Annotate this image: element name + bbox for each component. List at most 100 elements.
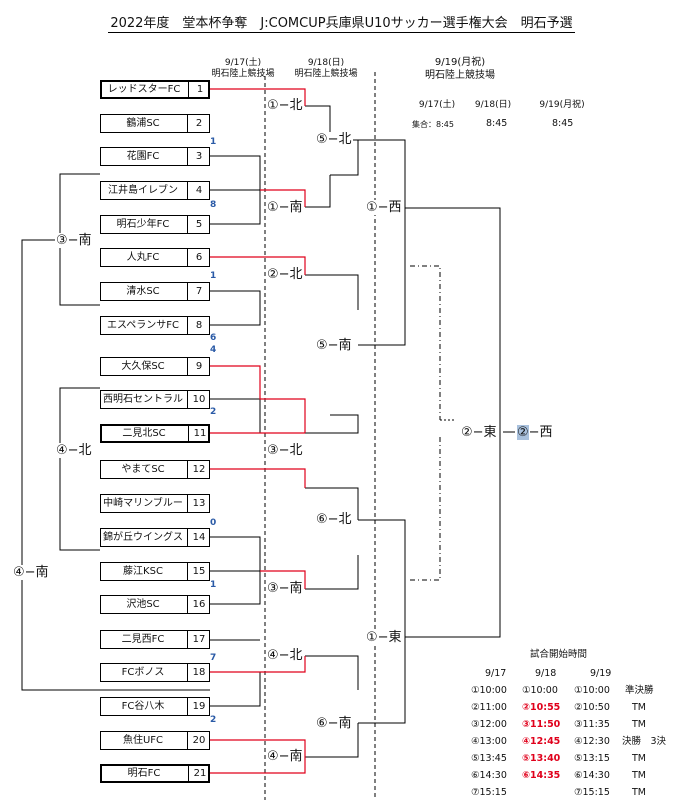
team-12: やまてSC 12 — [100, 460, 210, 479]
gather-day1: 9/17(土) — [418, 100, 456, 110]
match-4-south: ④−南 — [266, 749, 304, 764]
gather-time-day3: 8:45 — [552, 118, 574, 129]
team-number: 12 — [192, 464, 206, 475]
team-name: FCボノス — [121, 667, 165, 678]
team-14: 錦が丘ウイングス 14 — [100, 528, 210, 547]
match-1-south: ①−南 — [266, 200, 304, 215]
team-name: レッドスターFC — [107, 84, 181, 95]
match-5-south: ⑤−南 — [315, 338, 353, 353]
team-name: 沢池SC — [126, 599, 160, 610]
page-title: 2022年度 堂本杯争奪 J:COMCUP兵庫県U10サッカー選手権大会 明石予… — [108, 16, 575, 33]
score: 8 — [210, 200, 217, 210]
team-19: FC谷八木 19 — [100, 697, 210, 716]
team-8: エスペランサFC 8 — [100, 316, 210, 335]
team-name: 二見北SC — [122, 428, 166, 439]
match-6-south: ⑥−南 — [315, 716, 353, 731]
semifinal-east: ①−東 — [365, 630, 403, 645]
score: 1 — [210, 580, 217, 590]
team-number: 14 — [192, 532, 206, 543]
team-number: 7 — [195, 286, 203, 297]
gather-time-day2: 8:45 — [486, 118, 508, 129]
team-number: 15 — [192, 566, 206, 577]
team-number: 1 — [196, 84, 204, 95]
match-5-north: ⑤−北 — [315, 132, 353, 147]
gather-label: 集合：8:45 — [412, 120, 454, 129]
schedule-title: 試合開始時間 — [530, 649, 588, 660]
match-3-south: ③−南 — [266, 581, 304, 596]
match-4-south-left: ④−南 — [12, 565, 50, 580]
day3-header: 9/19(月祝)明石陸上競技場 — [425, 57, 495, 81]
team-20: 魚住UFC 20 — [100, 731, 210, 750]
team-10: 西明石セントラル 10 — [100, 390, 210, 409]
team-name: 鶴浦SC — [126, 118, 160, 129]
team-number: 2 — [195, 118, 203, 129]
team-11: 二見北SC 11 — [100, 424, 210, 443]
team-number: 10 — [192, 394, 206, 405]
team-16: 沢池SC 16 — [100, 595, 210, 614]
schedule-col-day1: 9/17 — [485, 668, 507, 679]
third-place-match: ②−東 — [460, 425, 498, 440]
team-number: 11 — [193, 428, 207, 439]
day2-header: 9/18(日)明石陸上競技場 — [294, 58, 358, 79]
score: 1 — [210, 271, 217, 281]
match-6-north: ⑥−北 — [315, 512, 353, 527]
gather-day3: 9/19(月祝) — [539, 100, 585, 110]
team-6: 人丸FC 6 — [100, 248, 210, 267]
team-9: 大久保SC 9 — [100, 357, 210, 376]
score: 2 — [210, 407, 217, 417]
team-number: 21 — [193, 768, 207, 779]
match-1-north: ①−北 — [266, 98, 304, 113]
match-4-north-left: ④−北 — [55, 443, 93, 458]
team-17: 二見西FC 17 — [100, 630, 210, 649]
team-number: 9 — [195, 361, 203, 372]
match-3-south-left: ③−南 — [55, 233, 93, 248]
schedule-col-day3: 9/19 — [590, 668, 612, 679]
team-name: 大久保SC — [121, 361, 165, 372]
gather-day2: 9/18(日) — [474, 100, 512, 110]
team-name: 中崎マリンブルー — [103, 498, 183, 509]
team-number: 16 — [192, 599, 206, 610]
team-name: 二見西FC — [121, 634, 165, 645]
team-name: 江井島イレブン — [108, 185, 178, 196]
team-15: 藤江KSC 15 — [100, 562, 210, 581]
team-number: 8 — [195, 320, 203, 331]
team-name: 錦が丘ウイングス — [103, 532, 183, 543]
team-name: 花園FC — [126, 151, 160, 162]
score: 2 — [210, 715, 217, 725]
team-13: 中崎マリンブルー 13 — [100, 494, 210, 513]
team-1: レッドスターFC 1 — [100, 80, 210, 99]
team-5: 明石少年FC 5 — [100, 215, 210, 234]
day1-header: 9/17(土)明石陸上競技場 — [211, 58, 275, 79]
score: 7 — [210, 653, 217, 663]
team-name: 明石少年FC — [116, 219, 170, 230]
team-18: FCボノス 18 — [100, 663, 210, 682]
team-number: 6 — [195, 252, 203, 263]
team-number: 4 — [195, 185, 203, 196]
team-number: 3 — [195, 151, 203, 162]
team-name: 魚住UFC — [122, 735, 164, 746]
team-name: 人丸FC — [126, 252, 160, 263]
score: 6 — [210, 333, 217, 343]
match-4-north: ④−北 — [266, 648, 304, 663]
team-name: 明石FC — [127, 768, 161, 779]
team-number: 17 — [192, 634, 206, 645]
team-number: 18 — [192, 667, 206, 678]
team-name: エスペランサFC — [106, 320, 180, 331]
team-number: 5 — [195, 219, 203, 230]
team-name: 西明石セントラル — [103, 394, 183, 405]
score: 4 — [210, 345, 217, 355]
score: 0 — [210, 518, 217, 528]
team-name: FC谷八木 — [121, 701, 165, 712]
team-number: 13 — [192, 498, 206, 509]
team-name: やまてSC — [121, 464, 165, 475]
team-name: 藤江KSC — [123, 566, 163, 577]
team-2: 鶴浦SC 2 — [100, 114, 210, 133]
team-21: 明石FC 21 — [100, 764, 210, 783]
team-3: 花園FC 3 — [100, 147, 210, 166]
team-number: 20 — [192, 735, 206, 746]
final-match: ②−西 — [516, 425, 554, 440]
match-3-north: ③−北 — [266, 443, 304, 458]
schedule-col-day2: 9/18 — [535, 668, 557, 679]
team-number: 19 — [192, 701, 206, 712]
